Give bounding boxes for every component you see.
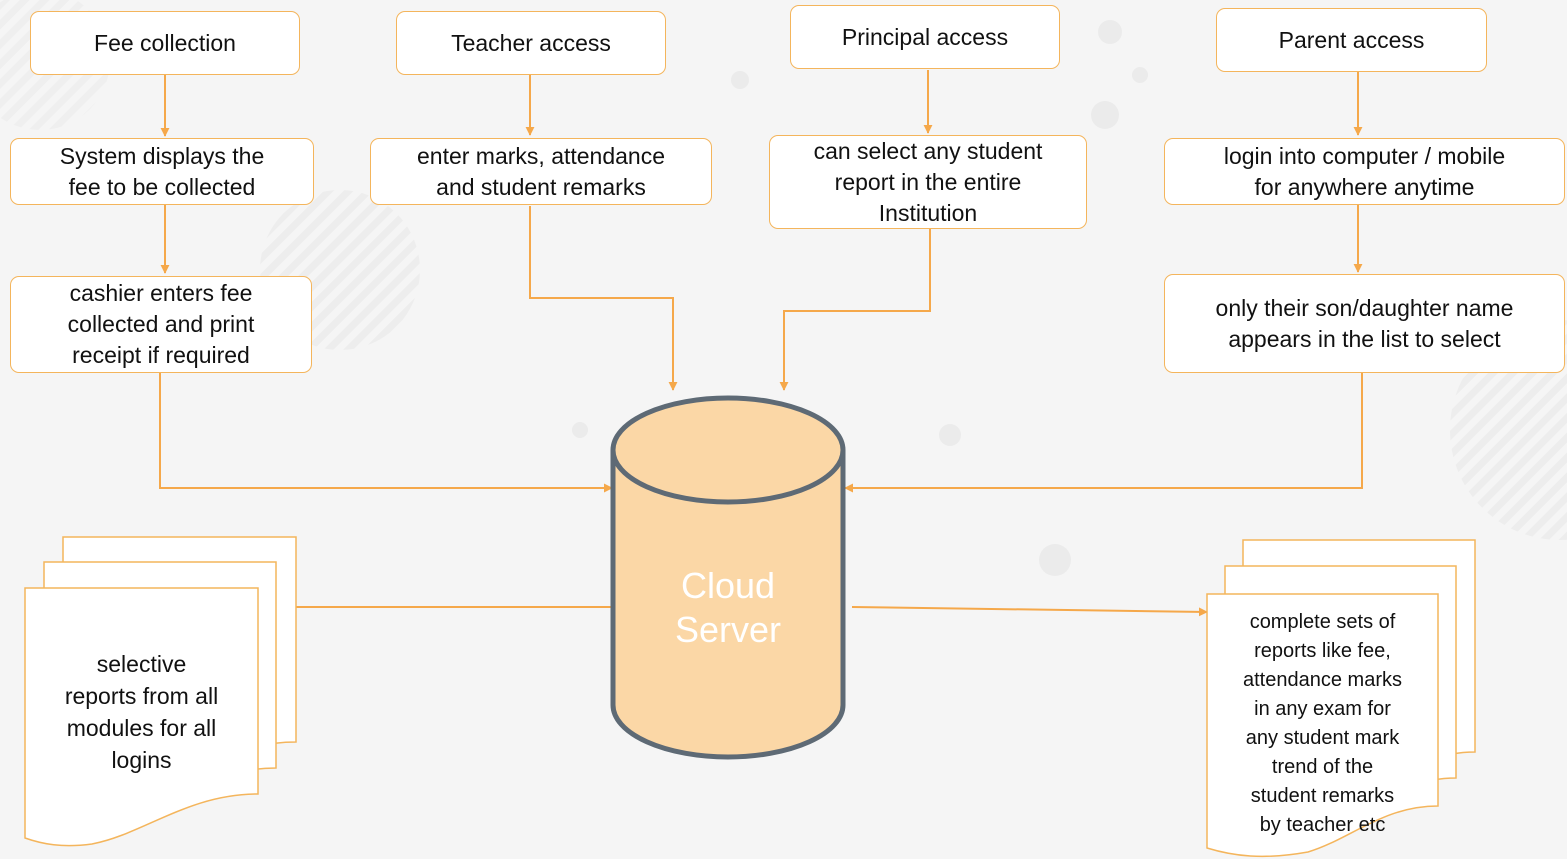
system-displays-line2: fee to be collected xyxy=(68,173,256,200)
left-report-stack xyxy=(24,536,297,847)
right-report-line3: attendance marks xyxy=(1243,669,1402,691)
arrow-cloud-to-right-reports xyxy=(851,606,1208,617)
login-computer-line2: for anywhere anytime xyxy=(1254,173,1475,200)
right-report-line4: in any exam for xyxy=(1254,698,1391,720)
cashier-enters-line2: collected and print xyxy=(67,311,255,337)
principal-access-box: Principal access xyxy=(790,5,1060,69)
left-report-line3: modules for all xyxy=(66,715,217,741)
teacher-access-label: Teacher access xyxy=(451,29,611,56)
system-displays-box: System displays the fee to be collected xyxy=(10,138,314,205)
parent-access-box: Parent access xyxy=(1216,8,1487,72)
left-report-line2: reports from all xyxy=(64,683,219,709)
login-computer-line1: login into computer / mobile xyxy=(1223,142,1506,169)
right-report-line5: any student mark xyxy=(1245,727,1400,749)
right-report-line6: trend of the xyxy=(1271,756,1374,778)
left-report-line1: selective xyxy=(96,651,187,677)
enter-marks-line1: enter marks, attendance xyxy=(416,142,666,169)
select-student-line2: report in the entire xyxy=(834,168,1022,195)
fee-collection-label: Fee collection xyxy=(94,29,236,56)
left-report-text: selective reports from all modules for a… xyxy=(25,648,258,776)
principal-access-label: Principal access xyxy=(841,23,1009,50)
fee-collection-box: Fee collection xyxy=(30,11,300,75)
cashier-enters-box: cashier enters fee collected and print r… xyxy=(10,276,312,373)
son-daughter-line2: appears in the list to select xyxy=(1228,325,1501,352)
parent-access-label: Parent access xyxy=(1278,26,1425,53)
son-daughter-line1: only their son/daughter name xyxy=(1215,294,1514,321)
enter-marks-line2: and student remarks xyxy=(436,173,646,200)
right-document-front xyxy=(1206,593,1439,858)
right-report-text: complete sets of reports like fee, atten… xyxy=(1207,608,1438,840)
left-report-line4: logins xyxy=(111,747,172,773)
cloud-server-label-line1: Cloud xyxy=(681,565,775,606)
right-report-line2: reports like fee, xyxy=(1254,640,1391,662)
login-computer-box: login into computer / mobile for anywher… xyxy=(1164,138,1565,205)
enter-marks-box: enter marks, attendance and student rema… xyxy=(370,138,712,205)
cashier-enters-line3: receipt if required xyxy=(72,342,250,368)
cloud-server-label-line2: Server xyxy=(675,609,781,650)
arrow-principal-to-cloud xyxy=(779,229,931,391)
arrow-teacher-to-cloud xyxy=(529,206,678,391)
select-student-line1: can select any student xyxy=(813,137,1043,164)
select-student-box: can select any student report in the ent… xyxy=(769,135,1087,229)
right-report-line8: by teacher etc xyxy=(1259,814,1386,836)
cloud-server-cylinder: Cloud Server xyxy=(610,395,846,760)
connector-arrows xyxy=(159,70,1363,617)
right-report-stack xyxy=(1206,539,1476,858)
left-document-front xyxy=(24,587,259,847)
select-student-line3: Institution xyxy=(878,199,978,226)
cashier-enters-line1: cashier enters fee xyxy=(69,280,253,306)
son-daughter-box: only their son/daughter name appears in … xyxy=(1164,274,1565,373)
system-displays-line1: System displays the xyxy=(59,142,265,169)
teacher-access-box: Teacher access xyxy=(396,11,666,75)
right-report-line1: complete sets of xyxy=(1249,611,1396,633)
arrow-parent-to-cloud xyxy=(844,373,1363,493)
right-report-line7: student remarks xyxy=(1250,785,1395,807)
arrow-cashier-to-cloud xyxy=(159,373,613,493)
